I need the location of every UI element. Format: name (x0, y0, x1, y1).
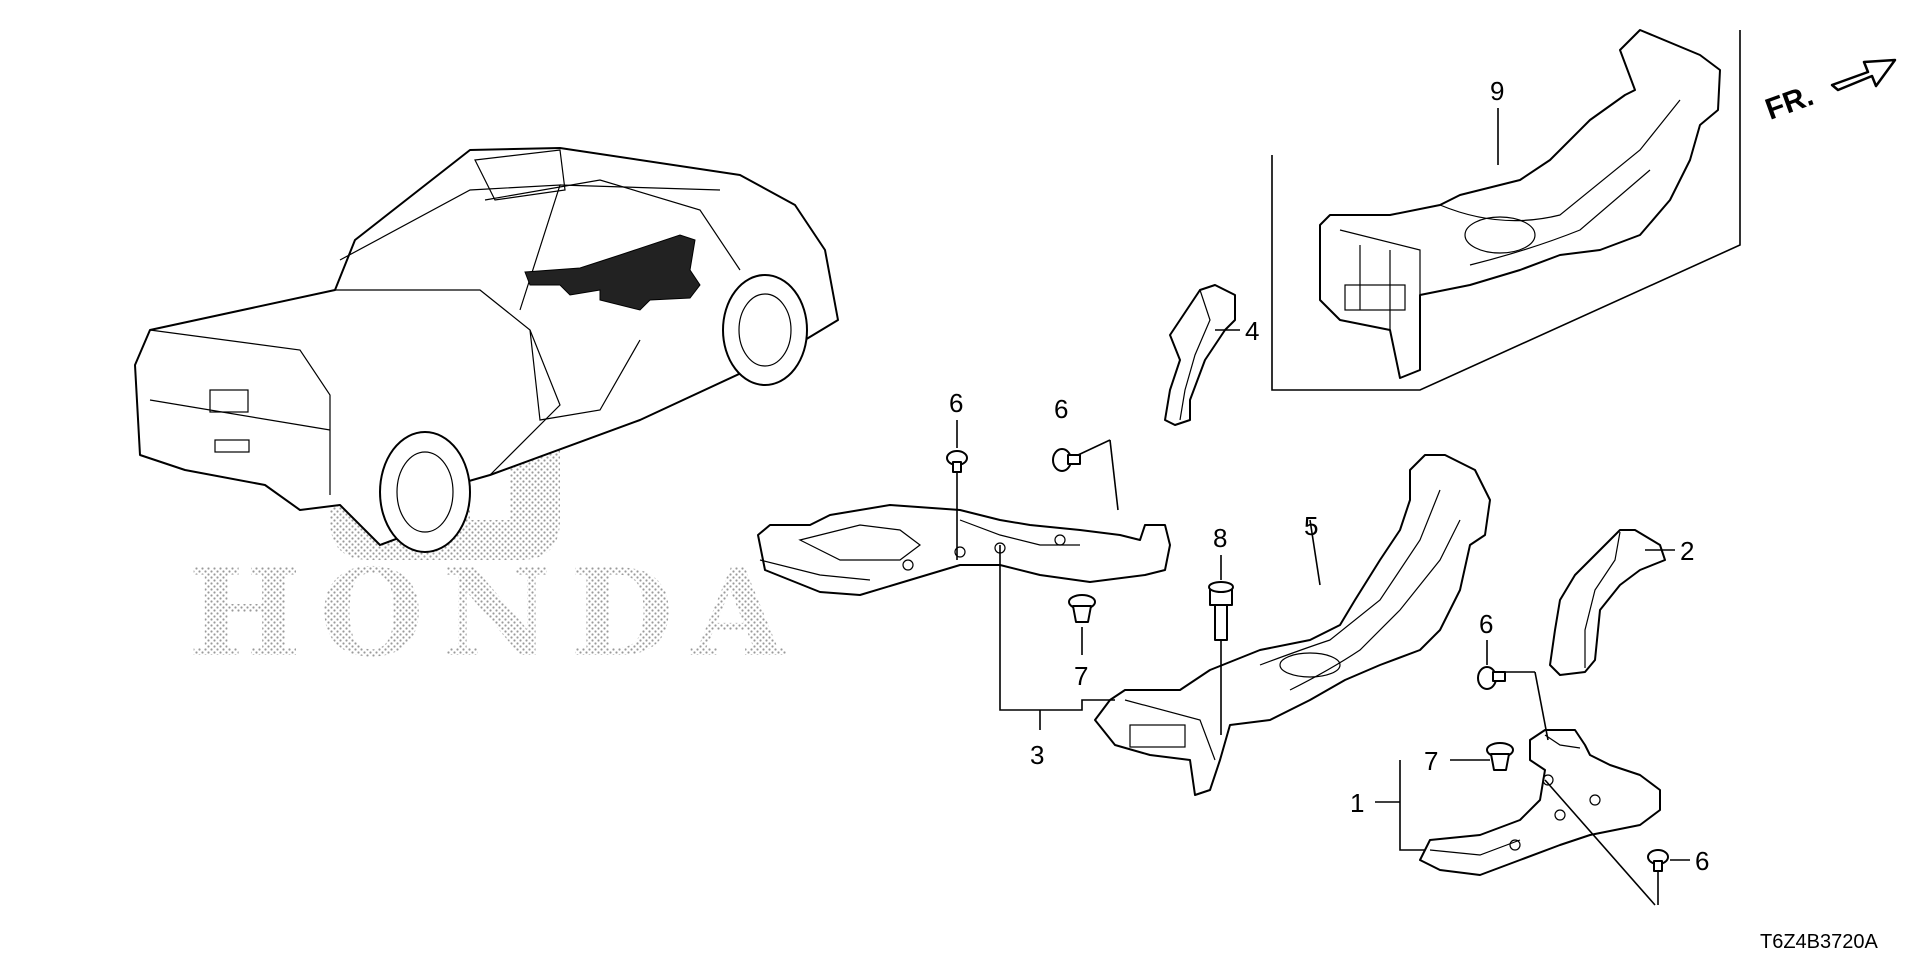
callout-6: 6 (1054, 394, 1068, 424)
rear-duct-assembly-9 (1319, 29, 1721, 379)
fasteners (946, 448, 1669, 872)
central-duct-5 (1094, 454, 1491, 796)
callout-1: 1 (1350, 788, 1364, 818)
arrow-right-icon (1830, 58, 1897, 92)
callout-7: 7 (1424, 746, 1438, 776)
callout-8: 8 (1213, 523, 1227, 553)
callout-6: 6 (949, 388, 963, 418)
truck-overview-illustration (134, 147, 839, 553)
callout-labels: 9 6 6 4 8 5 2 7 3 6 7 1 6 (949, 76, 1709, 876)
front-direction-indicator: FR. (1761, 58, 1897, 127)
part-9-inset (1271, 29, 1741, 391)
front-lower-duct-3 (757, 504, 1171, 596)
bolt-8 (1208, 581, 1234, 641)
callout-2: 2 (1680, 536, 1694, 566)
duct-piece-4 (1164, 284, 1236, 426)
clip-6-b (1052, 448, 1081, 472)
callout-6: 6 (1479, 609, 1493, 639)
fr-label: FR. (1761, 79, 1818, 127)
clip-6-a (946, 450, 968, 473)
clip-6-c (1477, 666, 1506, 690)
callout-4: 4 (1245, 316, 1259, 346)
callout-5: 5 (1304, 511, 1318, 541)
callout-7: 7 (1074, 661, 1088, 691)
callout-6: 6 (1695, 846, 1709, 876)
duct-piece-2 (1549, 529, 1666, 676)
watermark-brand-text: HONDA (188, 543, 803, 684)
highlighted-duct-location (524, 234, 701, 311)
clip-7-a (1068, 594, 1096, 623)
clip-6-d (1647, 849, 1669, 872)
inset-frame (1271, 30, 1741, 391)
right-lower-duct-1 (1419, 729, 1661, 876)
clip-7-b (1486, 742, 1514, 771)
callout-3: 3 (1030, 740, 1044, 770)
leader-lines (956, 108, 1690, 906)
callout-9: 9 (1490, 76, 1504, 106)
diagram-code: T6Z4B3720A (1760, 931, 1879, 953)
